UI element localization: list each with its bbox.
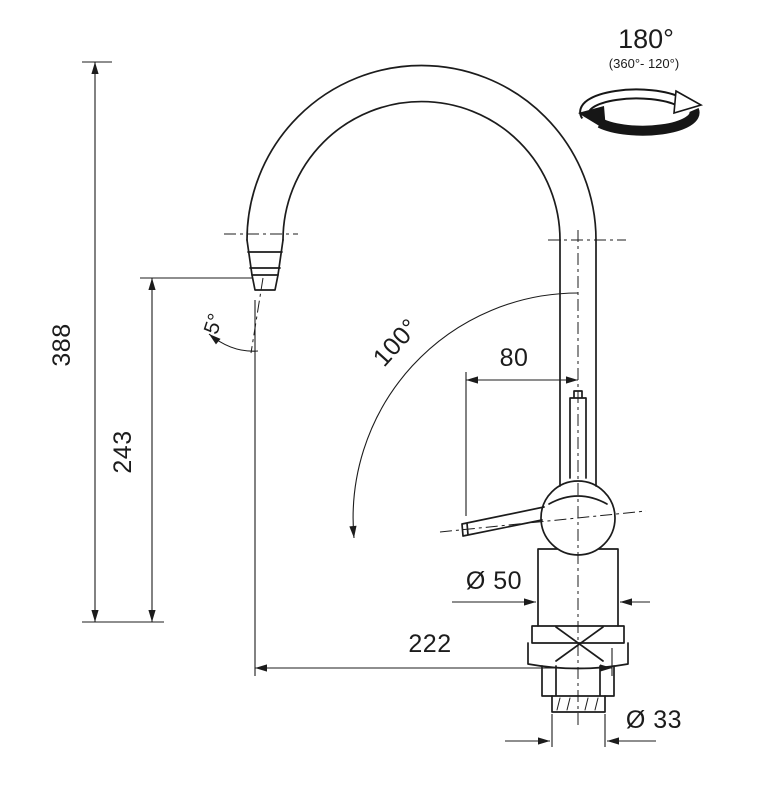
outlet-body bbox=[246, 239, 284, 291]
handle-lever bbox=[461, 506, 545, 537]
handle-centerline bbox=[439, 510, 647, 533]
handle-swivel-angle-label: 100° bbox=[368, 313, 425, 372]
spout-arc bbox=[246, 64, 597, 241]
spout-reach-label: 222 bbox=[408, 630, 451, 658]
threaded-shank bbox=[551, 695, 606, 713]
rotation-angle-label: 180° bbox=[618, 24, 674, 54]
spout-outer-arc bbox=[246, 64, 597, 241]
outlet-height-label: 243 bbox=[109, 430, 137, 473]
outlet-axis-centerline bbox=[250, 277, 264, 354]
outlet-tilt-angle-label: 5° bbox=[200, 311, 228, 337]
rotation-bottom-arrowhead bbox=[578, 106, 606, 130]
rotation-range-label: (360°- 120°) bbox=[609, 56, 679, 71]
dim-5deg-arc bbox=[208, 333, 259, 352]
dim-outlet-height bbox=[140, 277, 252, 622]
rotation-top-arrowhead bbox=[673, 89, 704, 115]
overall-height-label: 388 bbox=[48, 323, 76, 366]
handle-joint bbox=[461, 480, 616, 556]
spout-outlet bbox=[246, 239, 284, 291]
dim-shank-diameter bbox=[505, 714, 656, 747]
joint-detail-arc bbox=[548, 495, 608, 505]
handle-projection-label: 80 bbox=[500, 344, 529, 372]
dimension-annotations bbox=[82, 61, 656, 747]
rotation-arrows-icon bbox=[578, 88, 704, 136]
body-diameter-label: Ø 50 bbox=[466, 567, 522, 595]
shank-diameter-label: Ø 33 bbox=[626, 706, 682, 734]
mounting-nut bbox=[541, 665, 615, 697]
dimension-labels: 388 243 5° 100° 80 Ø 50 222 Ø 33 bbox=[48, 311, 682, 734]
spout-inner-arc bbox=[282, 100, 561, 241]
faucet-outline bbox=[246, 64, 629, 713]
dim-spout-reach bbox=[254, 300, 613, 676]
rotation-bottom-arrow bbox=[597, 108, 700, 136]
cartridge-detail bbox=[569, 390, 587, 479]
body-cylinder bbox=[537, 548, 619, 627]
base-flange bbox=[531, 625, 625, 644]
dim-handle-projection bbox=[465, 372, 578, 516]
dim-outlet-angle bbox=[208, 333, 259, 352]
outlet-band-lines bbox=[247, 251, 283, 276]
dim-swivel-angle bbox=[349, 292, 579, 539]
shank-thread-lines bbox=[556, 697, 599, 711]
rotation-top-arrow-fill bbox=[581, 90, 682, 118]
base-cross-detail bbox=[555, 626, 604, 662]
faucet-body bbox=[537, 548, 619, 627]
dim-100deg-arc bbox=[349, 292, 579, 539]
down-tube bbox=[559, 239, 597, 487]
centerlines bbox=[224, 230, 647, 726]
joint-sphere bbox=[540, 480, 616, 556]
rotation-indicator: 180° (360°- 120°) bbox=[578, 24, 704, 136]
dim-overall-height bbox=[82, 61, 164, 623]
